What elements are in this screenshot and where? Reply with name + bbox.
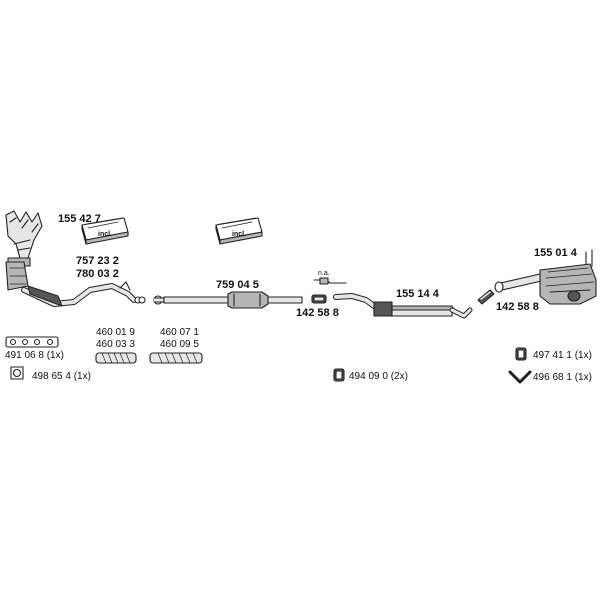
included-label-2: incl. — [232, 231, 247, 238]
included-parts-box-1 — [81, 217, 129, 245]
pipe-clamp-left[interactable] — [311, 294, 327, 304]
front-pipe-catalyst[interactable] — [5, 261, 146, 307]
lambda-sensor[interactable] — [313, 277, 347, 285]
flex-pipe-b-part-number-2: 460 09 5 — [160, 339, 199, 350]
exhaust-manifold[interactable] — [5, 210, 43, 267]
rubber-hanger-center[interactable] — [333, 368, 345, 382]
hanger-right-part-number: 497 41 1 (1x) — [533, 350, 592, 361]
gasket-part-number: 491 06 8 (1x) — [5, 350, 64, 361]
hanger-center-part-number: 494 09 0 (2x) — [349, 371, 408, 382]
included-label-1: incl. — [98, 231, 113, 238]
pipe-clamp-right[interactable] — [477, 289, 495, 305]
flex-pipe-a-part-number-1: 460 01 9 — [96, 327, 135, 338]
flex-pipe-a[interactable] — [95, 352, 137, 364]
rubber-hanger-right[interactable] — [515, 347, 527, 361]
manifold-gasket[interactable] — [5, 336, 59, 348]
clamp-left-part-number: 142 58 8 — [296, 307, 339, 319]
flange-gasket-part-number: 498 65 4 (1x) — [32, 371, 91, 382]
flex-joint-connector[interactable] — [153, 295, 165, 305]
clamp-right-part-number: 142 58 8 — [496, 301, 539, 313]
intermediate-pipe-catalyst[interactable] — [163, 291, 303, 309]
middle-muffler-part-number: 155 14 4 — [396, 288, 439, 300]
middle-muffler[interactable] — [333, 293, 473, 319]
not-available-label: n.a. — [318, 270, 330, 277]
rear-muffler-part-number: 155 01 4 — [534, 247, 577, 259]
included-parts-box-2 — [215, 217, 263, 245]
catalyst-part-number-b: 780 03 2 — [76, 268, 119, 280]
catalyst-part-number-a: 757 23 2 — [76, 255, 119, 267]
flex-pipe-a-part-number-2: 460 03 3 — [96, 339, 135, 350]
intermediate-pipe-part-number: 759 04 5 — [216, 279, 259, 291]
flex-pipe-b-part-number-1: 460 07 1 — [160, 327, 199, 338]
flex-pipe-b[interactable] — [149, 352, 203, 364]
rear-muffler[interactable] — [494, 249, 597, 305]
flange-gasket[interactable] — [10, 366, 24, 380]
mounting-bracket-right[interactable] — [508, 370, 532, 384]
bracket-right-part-number: 496 68 1 (1x) — [533, 372, 592, 383]
manifold-part-number: 155 42 7 — [58, 213, 101, 225]
